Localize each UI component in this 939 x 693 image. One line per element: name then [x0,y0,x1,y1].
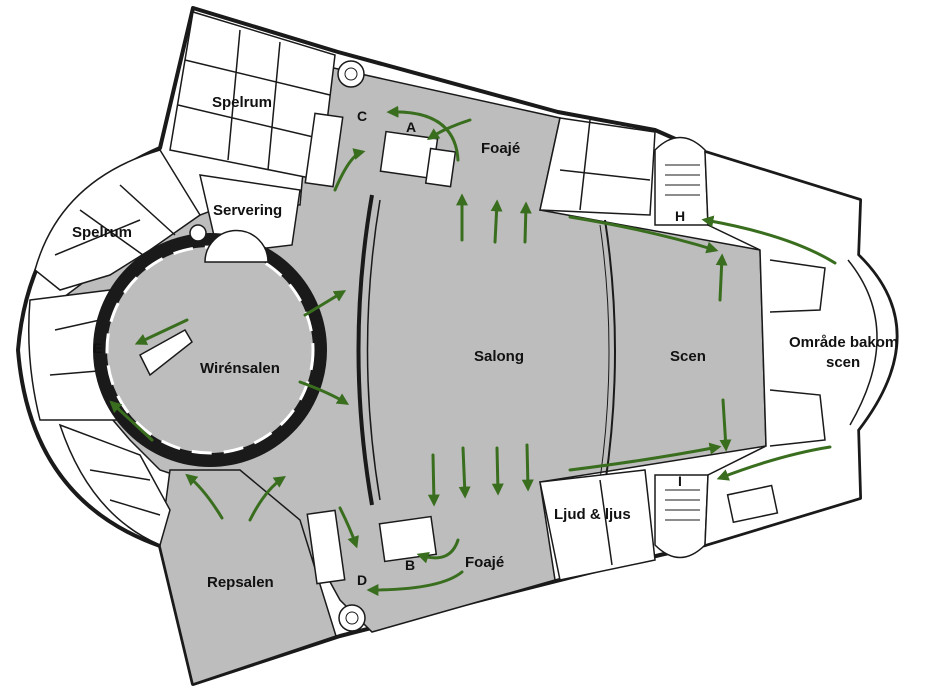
flow-arrows [109,105,837,596]
label-spelrum-top: Spelrum [212,94,272,111]
label-ljud-ljus: Ljud & ljus [554,506,631,523]
marker-b: B [405,557,415,573]
label-servering: Servering [213,202,282,219]
marker-i: I [678,473,682,489]
backstage-area [704,150,898,547]
counter-b [378,515,438,563]
room-spelrum-left [34,149,202,291]
room-servering [199,174,301,251]
label-salong: Salong [474,348,524,365]
marker-h: H [675,208,685,224]
stair-round-c [337,60,365,88]
marker-c: C [357,108,367,124]
room-bottom-left [58,423,171,547]
label-spelrum-left: Spelrum [72,224,132,241]
marker-a: A [406,119,416,135]
label-repsalen: Repsalen [207,574,274,591]
stair-round-d [338,604,366,632]
stage-edge [604,219,616,486]
room-top-right [539,117,656,216]
label-scen: Scen [670,348,706,365]
marker-e: E [93,340,102,356]
label-omrade-line2: scen [826,354,860,371]
label-foaje-bottom: Foajé [465,554,504,571]
label-omrade-line1: Område bakom [789,334,898,351]
marker-d: D [357,572,367,588]
label-foaje-top: Foajé [481,140,520,157]
label-wirensalen: Wirénsalen [200,360,280,377]
repsalen-area [159,469,337,685]
wirensalen-ring [93,233,327,467]
salong-wall-left [356,194,374,506]
room-ljud-ljus [539,469,656,581]
